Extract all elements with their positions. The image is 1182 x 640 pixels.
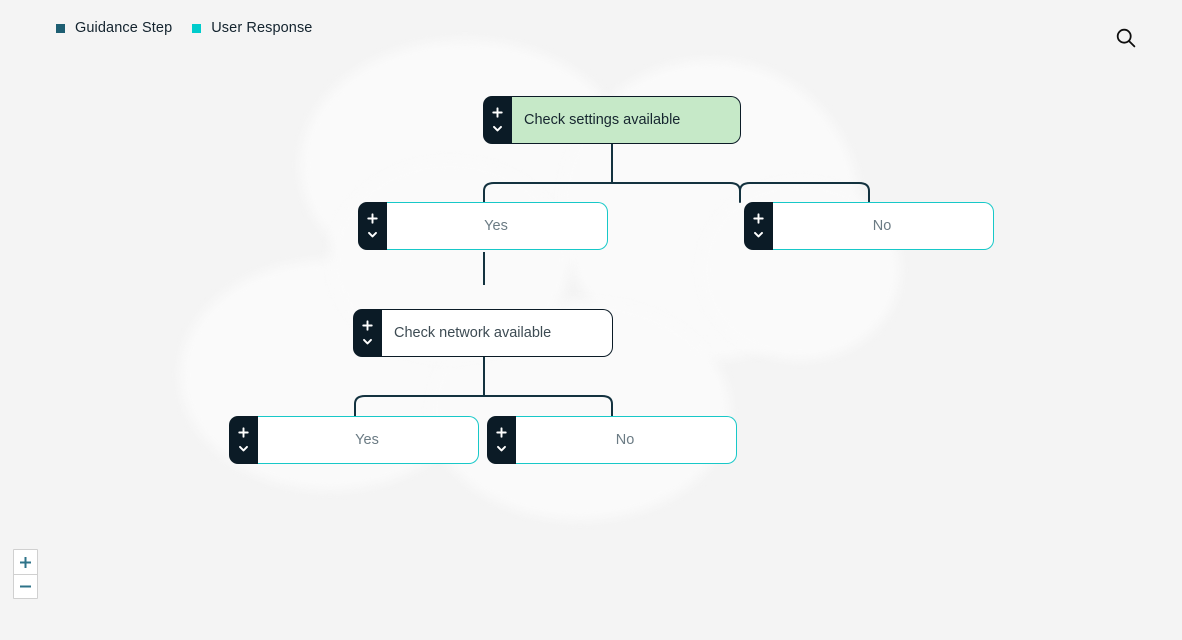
node-label: No [514,416,737,464]
legend-item-guidance-step: Guidance Step [56,20,172,36]
square-swatch-icon [192,23,202,33]
node-label: Yes [385,202,608,250]
minus-icon [20,585,31,588]
node-label: Check settings available [510,96,741,144]
square-swatch-icon [56,23,65,33]
plus-icon[interactable] [492,106,503,118]
chevron-down-icon[interactable] [492,123,503,134]
plus-icon[interactable] [362,319,373,331]
flow-node-yes-settings[interactable]: Yes [358,202,608,250]
zoom-out-button[interactable] [14,574,37,598]
node-handle[interactable] [487,416,516,464]
legend: Guidance Step User Response [56,20,312,36]
node-handle[interactable] [483,96,512,144]
zoom-in-button[interactable] [14,550,37,574]
flow-node-no-network[interactable]: No [487,416,737,464]
chevron-down-icon[interactable] [362,336,373,347]
chevron-down-icon[interactable] [367,229,378,240]
flow-node-yes-network[interactable]: Yes [229,416,479,464]
flow-node-check-network-available[interactable]: Check network available [353,309,613,357]
chevron-down-icon[interactable] [238,443,249,454]
chevron-down-icon[interactable] [753,229,764,240]
search-button[interactable] [1112,24,1140,52]
node-label: Yes [256,416,479,464]
node-handle[interactable] [358,202,387,250]
node-label: Check network available [380,309,613,357]
plus-icon[interactable] [753,212,764,224]
node-handle[interactable] [353,309,382,357]
flow-node-no-settings[interactable]: No [744,202,994,250]
legend-label-guidance-step: Guidance Step [75,20,173,36]
zoom-controls[interactable] [13,549,38,599]
legend-item-user-response: User Response [192,20,312,36]
search-icon [1116,28,1136,48]
flow-node-check-settings-available[interactable]: Check settings available [483,96,741,144]
plus-icon[interactable] [238,426,249,438]
node-handle[interactable] [229,416,258,464]
legend-label-user-response: User Response [211,20,313,36]
plus-icon[interactable] [496,426,507,438]
plus-icon[interactable] [367,212,378,224]
node-handle[interactable] [744,202,773,250]
node-label: No [771,202,994,250]
plus-icon [20,556,31,568]
chevron-down-icon[interactable] [496,443,507,454]
